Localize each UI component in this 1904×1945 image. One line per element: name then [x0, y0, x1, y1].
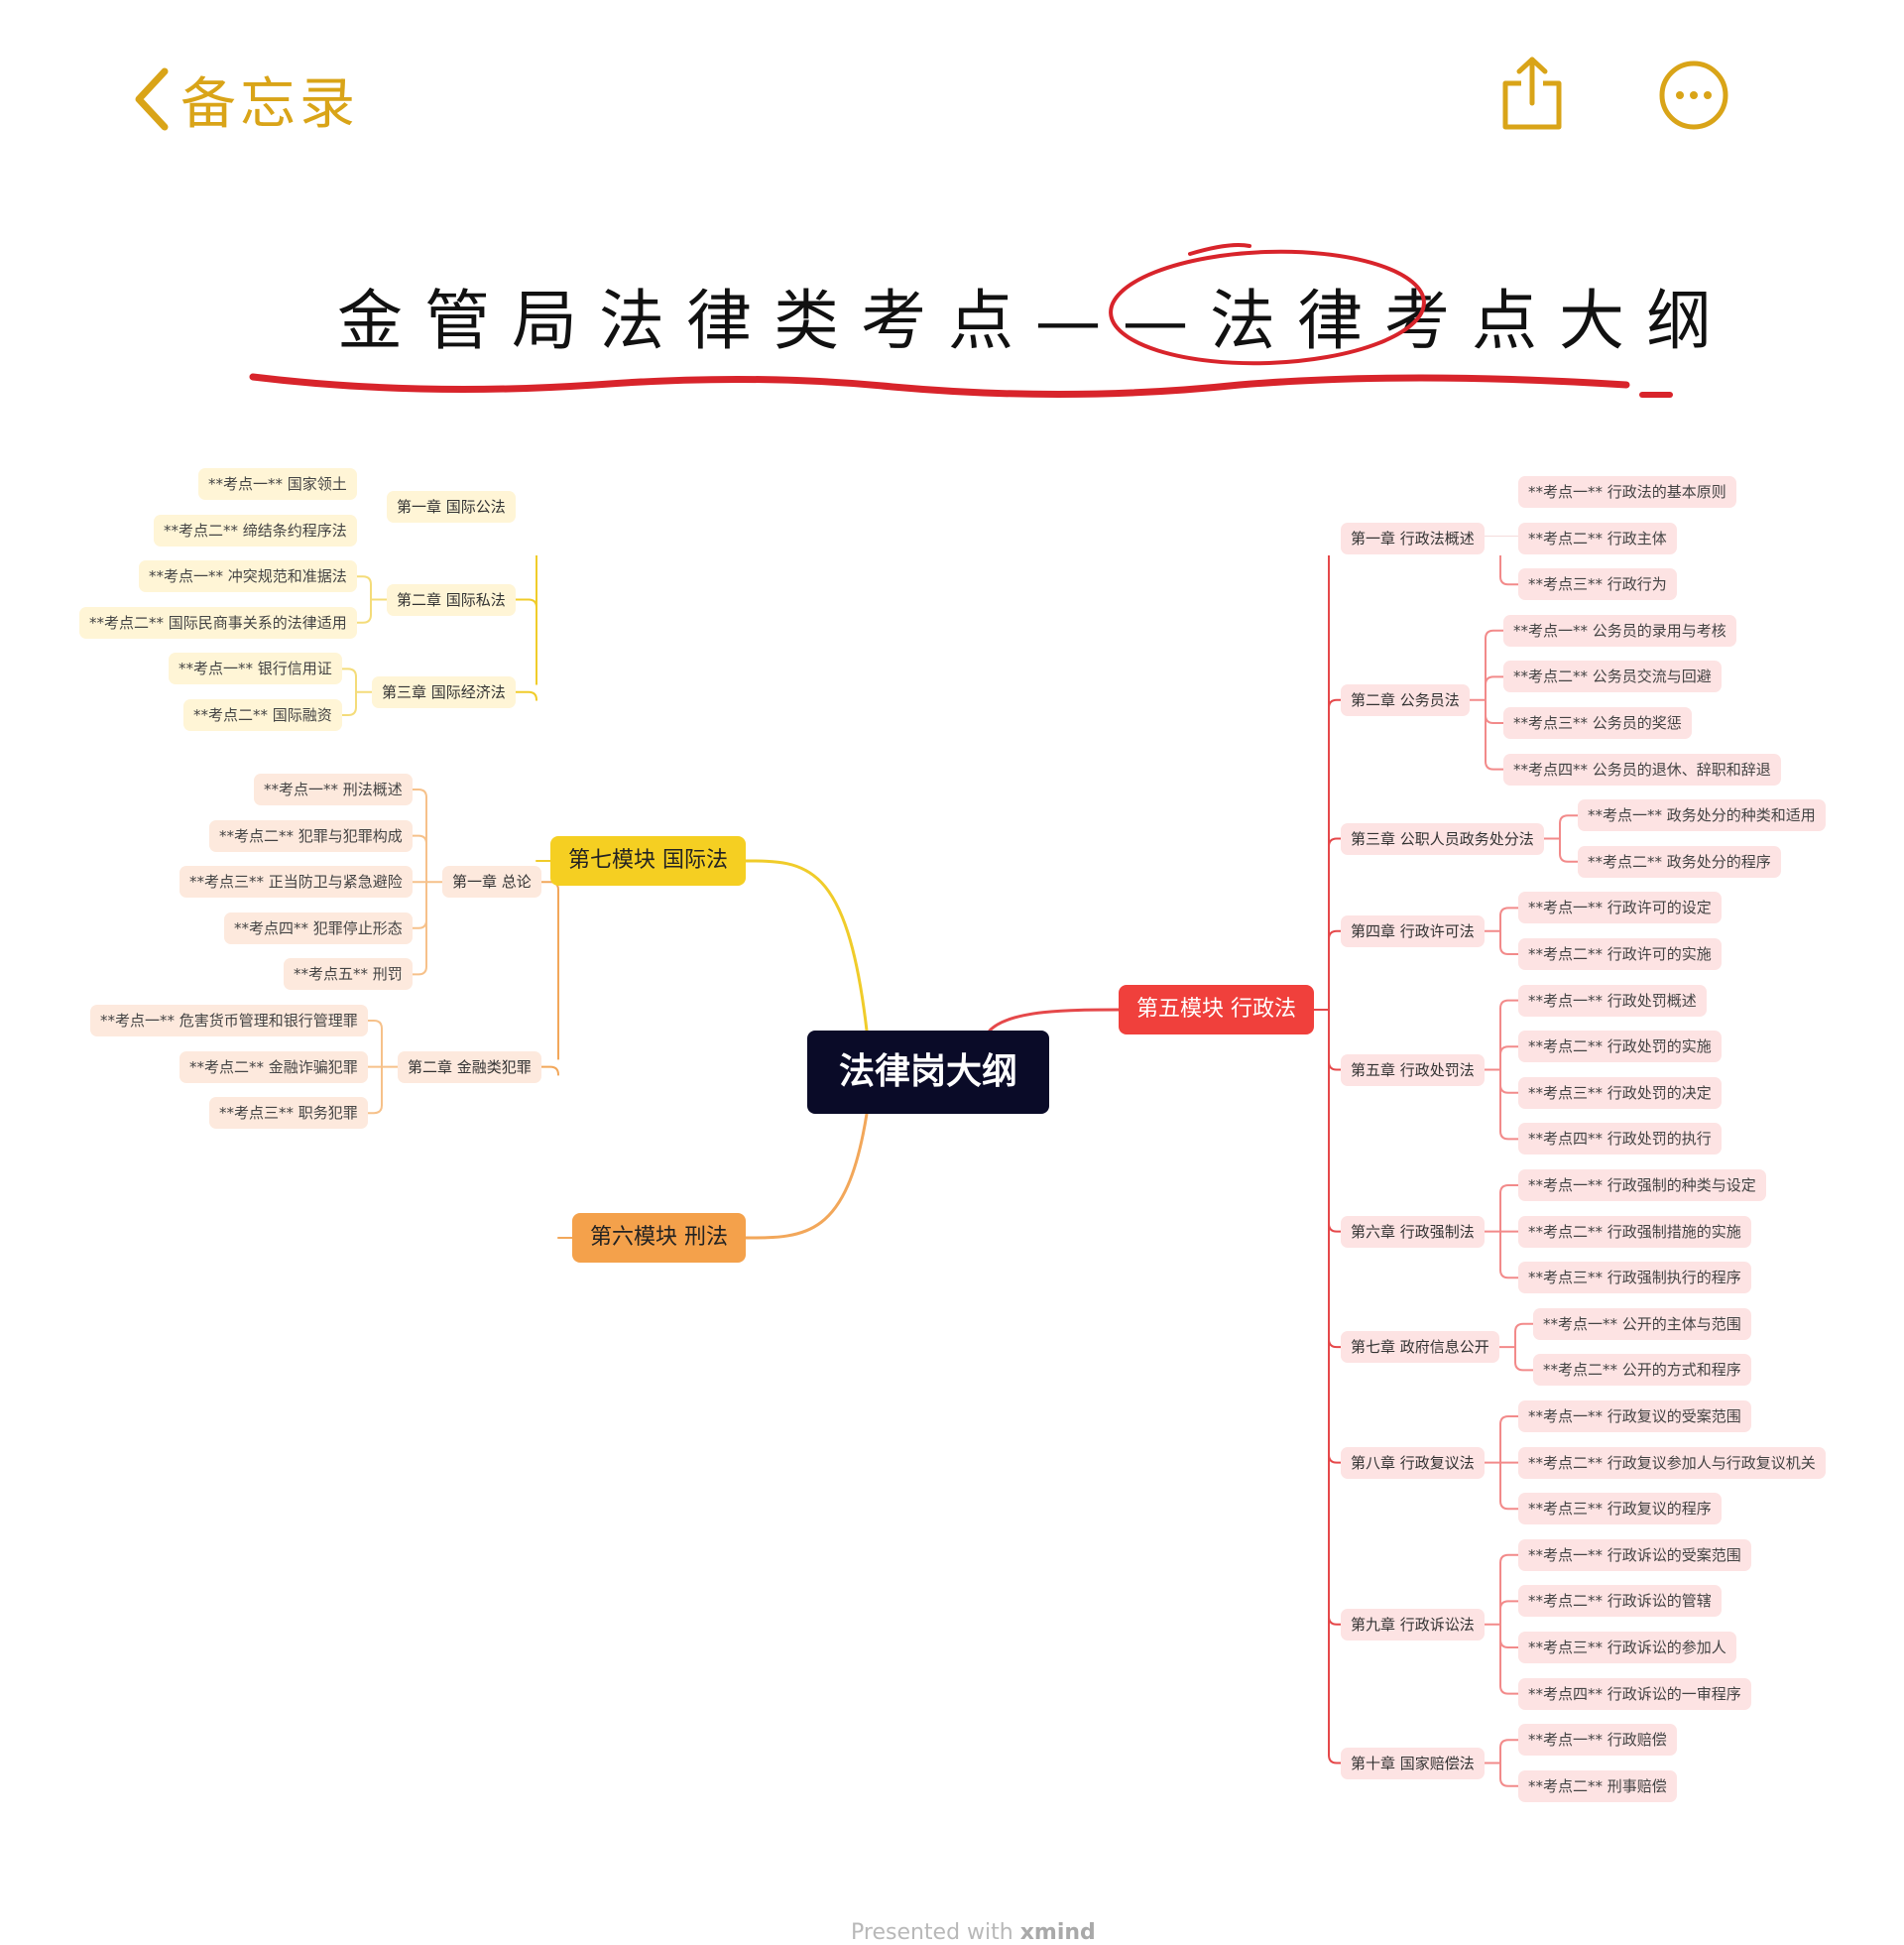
point-admin-5-3[interactable]: **考点三** 行政处罚的决定 — [1518, 1076, 1722, 1109]
point-crim-1-2[interactable]: **考点二** 犯罪与犯罪构成 — [209, 819, 413, 852]
chapter-crim-1[interactable]: 第一章 总论 — [442, 866, 541, 899]
point-admin-7-2[interactable]: **考点二** 公开的方式和程序 — [1533, 1354, 1751, 1387]
chapter-admin-4[interactable]: 第四章 行政许可法 — [1341, 914, 1485, 947]
point-admin-2-2[interactable]: **考点二** 公务员交流与回避 — [1503, 661, 1722, 693]
back-button[interactable]: 备忘录 — [131, 61, 359, 137]
module-crim-law[interactable]: 第六模块 刑法 — [572, 1213, 746, 1263]
chapter-admin-1[interactable]: 第一章 行政法概述 — [1341, 522, 1485, 554]
chapter-intl-2[interactable]: 第二章 国际私法 — [387, 583, 516, 616]
point-intl-3-1[interactable]: **考点一** 银行信用证 — [169, 653, 342, 685]
chapter-crim-2[interactable]: 第二章 金融类犯罪 — [398, 1050, 541, 1083]
chapter-admin-6[interactable]: 第六章 行政强制法 — [1341, 1215, 1485, 1248]
more-button[interactable] — [1658, 60, 1729, 131]
point-intl-2-1[interactable]: **考点一** 冲突规范和准据法 — [139, 560, 357, 593]
point-admin-2-3[interactable]: **考点三** 公务员的奖惩 — [1503, 707, 1692, 739]
point-admin-9-1[interactable]: **考点一** 行政诉讼的受案范围 — [1518, 1538, 1751, 1571]
point-admin-2-1[interactable]: **考点一** 公务员的录用与考核 — [1503, 614, 1736, 647]
mind-map-connectors — [341, 555, 1579, 1787]
module-intl-law[interactable]: 第七模块 国际法 — [550, 836, 746, 886]
point-crim-2-3[interactable]: **考点三** 职务犯罪 — [209, 1097, 368, 1130]
root-node[interactable]: 法律岗大纲 — [807, 1031, 1050, 1114]
point-intl-2-2[interactable]: **考点二** 国际民商事关系的法律适用 — [79, 606, 357, 639]
chapter-admin-3[interactable]: 第三章 公职人员政务处分法 — [1341, 822, 1544, 855]
module-admin-law[interactable]: 第五模块 行政法 — [1119, 985, 1314, 1034]
point-admin-4-1[interactable]: **考点一** 行政许可的设定 — [1518, 892, 1722, 924]
chapter-intl-3[interactable]: 第三章 国际经济法 — [372, 675, 516, 708]
point-admin-6-1[interactable]: **考点一** 行政强制的种类与设定 — [1518, 1169, 1766, 1201]
point-admin-4-2[interactable]: **考点二** 行政许可的实施 — [1518, 938, 1722, 970]
share-button[interactable] — [1499, 56, 1565, 131]
point-admin-6-3[interactable]: **考点三** 行政强制执行的程序 — [1518, 1262, 1751, 1294]
point-admin-5-4[interactable]: **考点四** 行政处罚的执行 — [1518, 1123, 1722, 1155]
point-admin-7-1[interactable]: **考点一** 公开的主体与范围 — [1533, 1307, 1751, 1340]
point-crim-1-3[interactable]: **考点三** 正当防卫与紧急避险 — [179, 866, 413, 899]
point-admin-1-1[interactable]: **考点一** 行政法的基本原则 — [1518, 476, 1736, 508]
chapter-admin-2[interactable]: 第二章 公务员法 — [1341, 683, 1470, 716]
share-icon — [1502, 57, 1562, 130]
point-crim-1-5[interactable]: **考点五** 刑罚 — [284, 958, 413, 991]
point-admin-10-1[interactable]: **考点一** 行政赔偿 — [1518, 1724, 1677, 1757]
more-icon — [1659, 61, 1728, 130]
point-intl-3-2[interactable]: **考点二** 国际融资 — [183, 699, 342, 731]
point-intl-1-1[interactable]: **考点一** 国家领土 — [198, 468, 357, 500]
point-admin-5-1[interactable]: **考点一** 行政处罚概述 — [1518, 984, 1707, 1017]
point-admin-5-2[interactable]: **考点二** 行政处罚的实施 — [1518, 1031, 1722, 1063]
handwritten-title: 金管局法律类考点——法律考点大纲 — [0, 228, 1904, 426]
point-admin-3-2[interactable]: **考点二** 政务处分的程序 — [1578, 845, 1781, 878]
point-crim-1-4[interactable]: **考点四** 犯罪停止形态 — [224, 912, 413, 944]
point-admin-1-3[interactable]: **考点三** 行政行为 — [1518, 568, 1677, 601]
point-admin-9-4[interactable]: **考点四** 行政诉讼的一审程序 — [1518, 1677, 1751, 1710]
footer-prefix: Presented with — [851, 1920, 1013, 1945]
chapter-intl-1[interactable]: 第一章 国际公法 — [387, 491, 516, 524]
point-admin-8-3[interactable]: **考点三** 行政复议的程序 — [1518, 1493, 1722, 1525]
note-title: 金管局法律类考点——法律考点大纲 — [337, 283, 1733, 359]
chapter-admin-10[interactable]: 第十章 国家赔偿法 — [1341, 1747, 1485, 1779]
footer-watermark: Presented with xmind — [851, 1922, 1096, 1944]
point-crim-1-1[interactable]: **考点一** 刑法概述 — [254, 774, 413, 805]
point-admin-9-3[interactable]: **考点三** 行政诉讼的参加人 — [1518, 1632, 1736, 1663]
nav-bar: 备忘录 — [0, 0, 1904, 198]
chapter-admin-7[interactable]: 第七章 政府信息公开 — [1341, 1331, 1499, 1364]
footer-brand: xmind — [1019, 1920, 1096, 1945]
point-admin-3-1[interactable]: **考点一** 政务处分的种类和适用 — [1578, 799, 1826, 832]
point-crim-2-1[interactable]: **考点一** 危害货币管理和银行管理罪 — [90, 1005, 368, 1036]
point-admin-1-2[interactable]: **考点二** 行政主体 — [1518, 522, 1677, 554]
chapter-admin-5[interactable]: 第五章 行政处罚法 — [1341, 1053, 1485, 1086]
chapter-admin-8[interactable]: 第八章 行政复议法 — [1341, 1446, 1485, 1479]
point-admin-8-2[interactable]: **考点二** 行政复议参加人与行政复议机关 — [1518, 1446, 1826, 1479]
point-admin-10-2[interactable]: **考点二** 刑事赔偿 — [1518, 1769, 1677, 1802]
point-admin-2-4[interactable]: **考点四** 公务员的退休、辞职和辞退 — [1503, 753, 1781, 786]
point-intl-1-2[interactable]: **考点二** 缔结条约程序法 — [154, 514, 357, 547]
chapter-admin-9[interactable]: 第九章 行政诉讼法 — [1341, 1608, 1485, 1641]
chevron-left-icon — [135, 67, 169, 131]
back-label: 备忘录 — [180, 71, 359, 137]
point-admin-8-1[interactable]: **考点一** 行政复议的受案范围 — [1518, 1400, 1751, 1432]
point-admin-6-2[interactable]: **考点二** 行政强制措施的实施 — [1518, 1215, 1751, 1248]
point-admin-9-2[interactable]: **考点二** 行政诉讼的管辖 — [1518, 1585, 1722, 1618]
point-crim-2-2[interactable]: **考点二** 金融诈骗犯罪 — [179, 1050, 368, 1083]
